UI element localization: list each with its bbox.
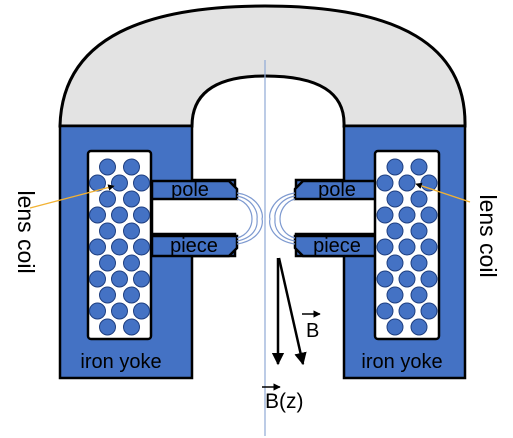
right-lens-coil-leader (415, 182, 471, 203)
right-coil-wire (398, 206, 416, 224)
left-coil-wire (111, 174, 128, 192)
right-coil-wire (386, 190, 404, 208)
left-coil-wire (89, 302, 106, 320)
right-coil-wire (410, 222, 428, 240)
left-coil-wire (89, 206, 106, 224)
bz-vector-label: B(z) (265, 390, 304, 413)
left-lens-coil-leader (29, 184, 115, 209)
right-coil-wire (386, 222, 404, 240)
right-coil-wire (420, 302, 438, 320)
left-coil-wire (99, 286, 116, 304)
right-coil-wire (420, 206, 438, 224)
right-pole-label: pole (318, 179, 356, 201)
left-coil-wire (99, 318, 116, 336)
left-coil-wire (111, 270, 128, 288)
coil-windings (89, 158, 438, 336)
right-coil-wire (386, 254, 404, 272)
right-coil-wire (410, 318, 428, 336)
b-vector-arrow (277, 257, 307, 366)
right-piece-label: piece (313, 235, 361, 257)
yoke-cap (58, 4, 467, 128)
right-coil-wire (410, 158, 428, 176)
left-coil-wire (123, 158, 140, 176)
left-lens-coil-label: lens coil (13, 190, 39, 273)
right-coil-wire (386, 158, 404, 176)
left-coil-wire (133, 302, 150, 320)
right-coil-wire (420, 270, 438, 288)
right-lens-coil-label: lens coil (475, 194, 501, 277)
b-vector-label: B (306, 320, 319, 342)
right-coil-wire (410, 254, 428, 272)
fringe-field-lines (236, 192, 296, 245)
right-coil-wire (420, 238, 438, 256)
left-coil-wire (133, 174, 150, 192)
left-iron-yoke-label: iron yoke (80, 351, 161, 373)
left-coil-wire (99, 254, 116, 272)
left-coil-wire (111, 238, 128, 256)
right-coil-wire (386, 318, 404, 336)
right-coil-wire (376, 238, 394, 256)
left-coil-wire (111, 302, 128, 320)
left-coil-wire (133, 270, 150, 288)
left-coil-wire (99, 158, 116, 176)
right-coil-wire (386, 286, 404, 304)
left-coil-wire (123, 286, 140, 304)
left-coil-wire (89, 174, 106, 192)
left-coil-wire (89, 270, 106, 288)
left-coil-wire (111, 206, 128, 224)
right-coil-wire (398, 302, 416, 320)
right-coil-wire (376, 174, 394, 192)
right-coil-wire (398, 270, 416, 288)
right-coil-wire (376, 302, 394, 320)
right-coil-wire (376, 270, 394, 288)
right-coil-wire (398, 174, 416, 192)
left-coil-wire (123, 254, 140, 272)
right-coil-wire (410, 286, 428, 304)
left-coil-wire (123, 318, 140, 336)
left-coil-wire (123, 190, 140, 208)
left-pole-label: pole (171, 179, 209, 201)
left-coil-wire (99, 222, 116, 240)
left-coil-wire (89, 238, 106, 256)
left-coil-wire (123, 222, 140, 240)
right-coil-wire (376, 206, 394, 224)
left-coil-wire (133, 206, 150, 224)
right-coil-wire (410, 190, 428, 208)
left-coil-wire (133, 238, 150, 256)
left-coil-wire (99, 190, 116, 208)
right-iron-yoke-label: iron yoke (361, 351, 442, 373)
left-piece-label: piece (170, 235, 218, 257)
right-coil-wire (398, 238, 416, 256)
